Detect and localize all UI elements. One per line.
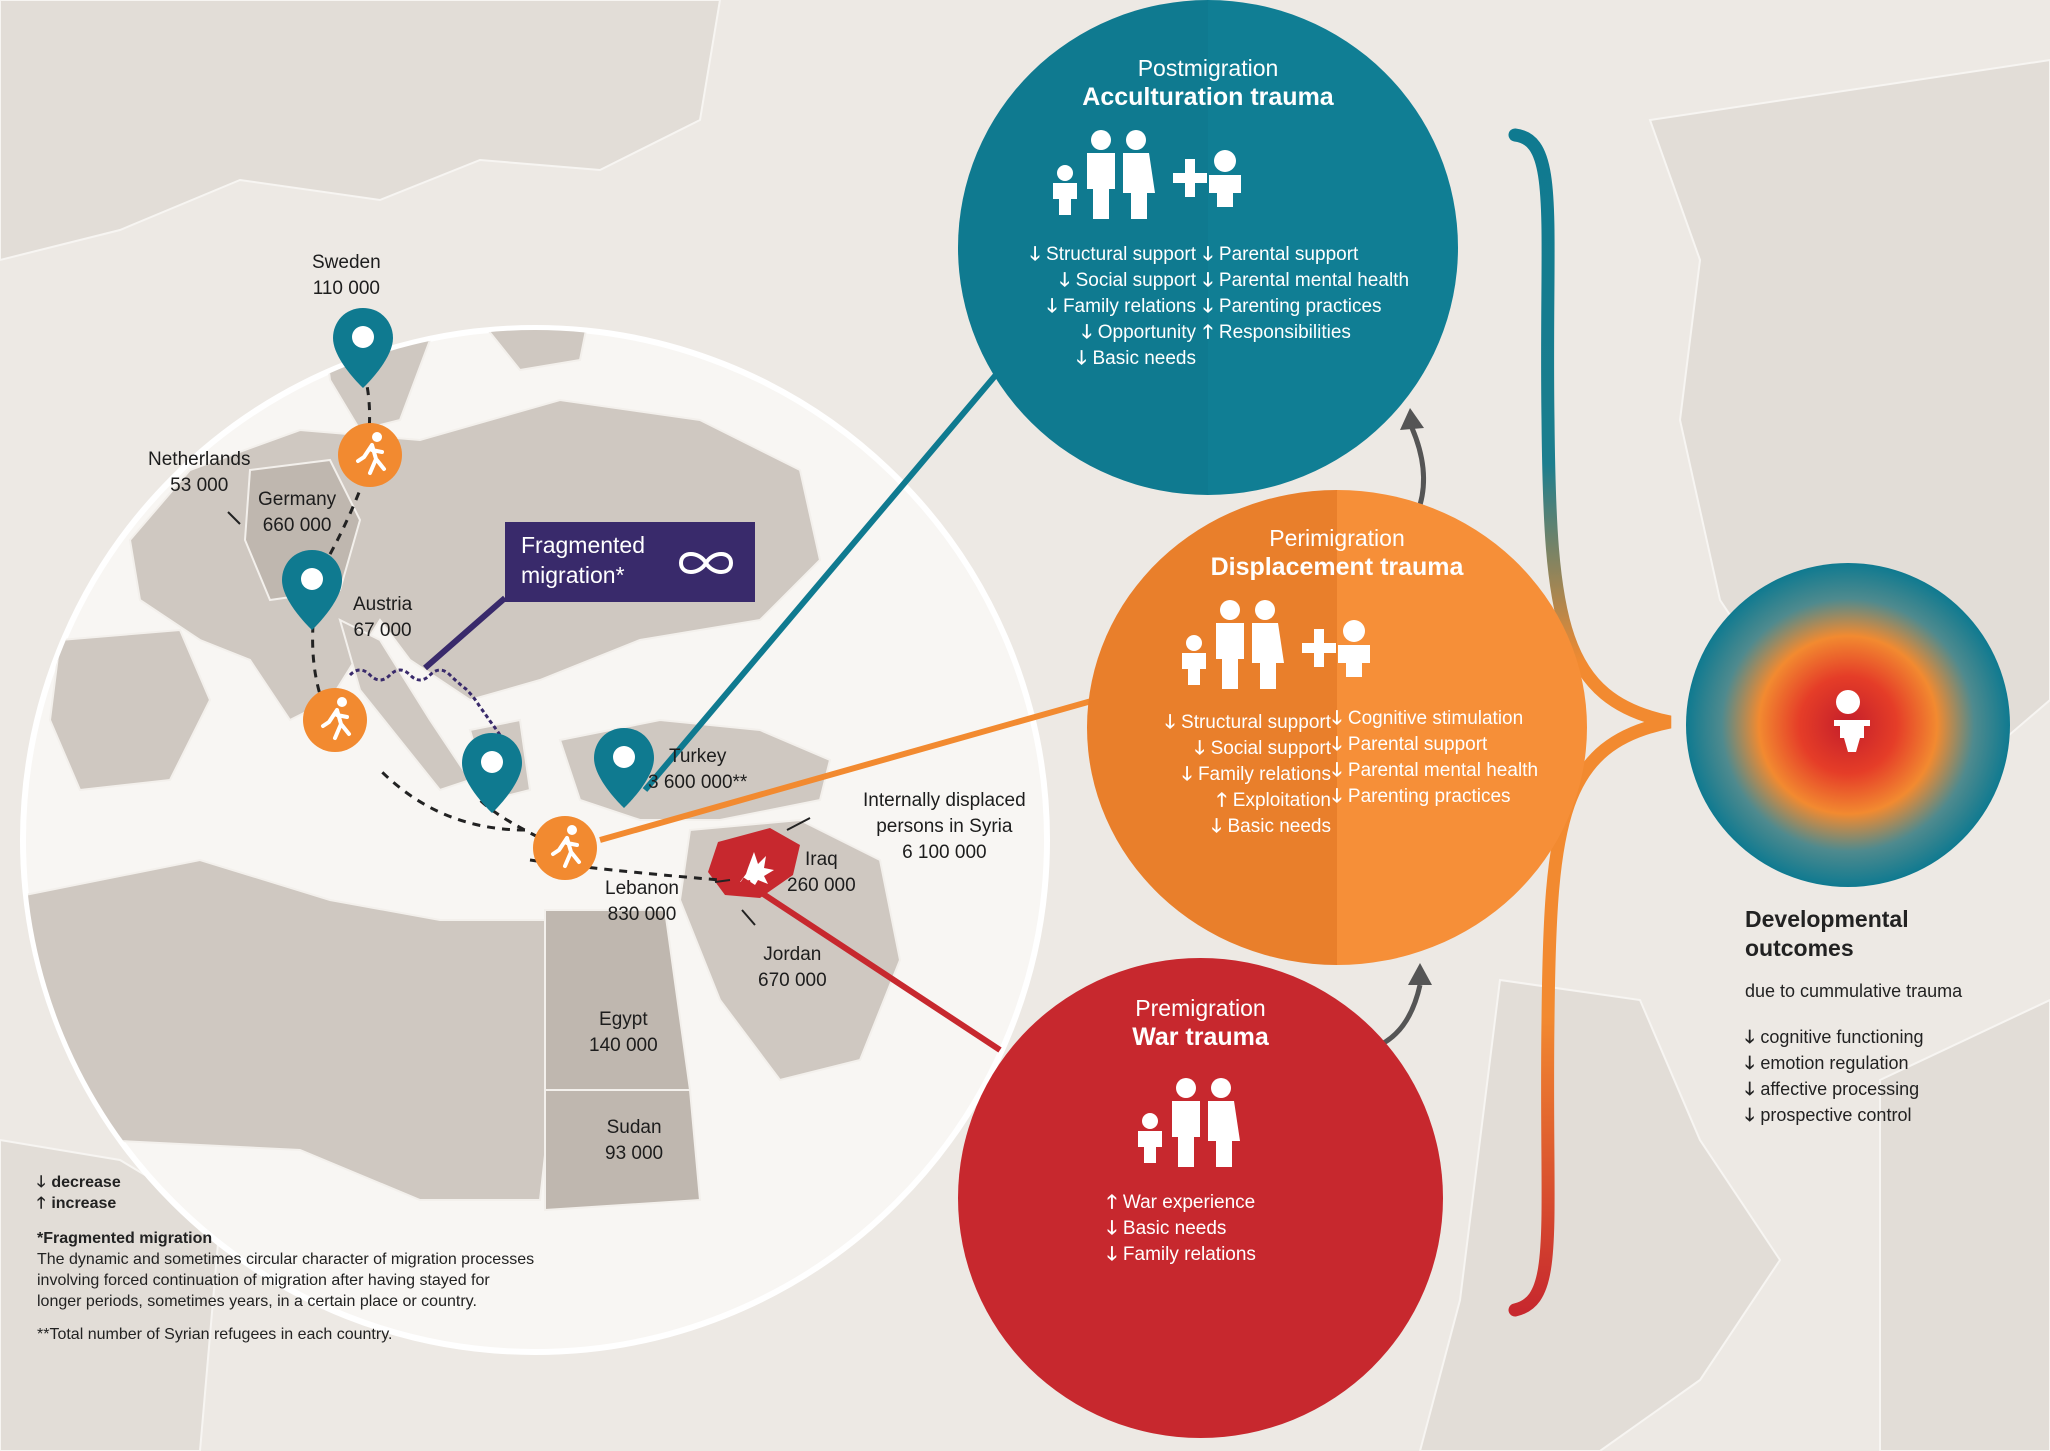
list-item: 🡓Parental support bbox=[1203, 244, 1359, 265]
walking-person-icon bbox=[338, 423, 402, 487]
legend-frag-title: *Fragmented migration bbox=[37, 1230, 213, 1247]
developmental-outcomes: Developmental outcomes due to cummulativ… bbox=[1745, 905, 1962, 1128]
list-item: 🡓Opportunity bbox=[1081, 322, 1196, 343]
list-item: 🡓Parenting practices bbox=[1203, 296, 1382, 317]
fragmented-migration-box: Fragmented migration* bbox=[505, 522, 755, 602]
list-item: 🡓Parental mental health bbox=[1203, 270, 1410, 291]
location-pin-icon bbox=[333, 308, 393, 388]
family-icon bbox=[1138, 1078, 1240, 1167]
perimigration-right-list: 🡓Cognitive stimulation 🡓Parental support… bbox=[1332, 706, 1538, 810]
premigration-subtitle: Premigration bbox=[1135, 995, 1266, 1021]
list-item: 🡓Family relations bbox=[1182, 764, 1331, 785]
list-item: 🡓Family relations bbox=[1107, 1244, 1256, 1265]
list-item: 🡓Social support bbox=[1059, 270, 1196, 291]
list-item: 🡓Parental mental health bbox=[1332, 760, 1539, 781]
legend: 🡓decrease 🡑increase *Fragmented migratio… bbox=[37, 1172, 534, 1345]
list-item: 🡓prospective control bbox=[1745, 1105, 1912, 1125]
list-item: 🡓Basic needs bbox=[1076, 348, 1196, 369]
perimigration-subtitle: Perimigration bbox=[1269, 525, 1405, 551]
postmigration-title: Acculturation trauma bbox=[1082, 83, 1334, 111]
premigration-list: 🡑War experience 🡓Basic needs 🡓Family rel… bbox=[1107, 1190, 1256, 1268]
postmigration-left-list: 🡓Structural support 🡓Social support 🡓Fam… bbox=[1030, 242, 1196, 372]
list-item: 🡑War experience bbox=[1107, 1192, 1256, 1213]
dev-list: 🡓cognitive functioning 🡓emotion regulati… bbox=[1745, 1024, 1962, 1128]
legend-note: **Total number of Syrian refugees in eac… bbox=[37, 1326, 393, 1343]
postmigration-circle: Postmigration Acculturation trauma 🡓Stru… bbox=[958, 0, 1458, 495]
walking-person-icon bbox=[533, 816, 597, 880]
list-item: 🡓Social support bbox=[1194, 738, 1331, 759]
legend-frag-text: The dynamic and sometimes circular chara… bbox=[37, 1251, 535, 1310]
list-item: 🡑Exploitation bbox=[1216, 790, 1331, 811]
explosion-icon bbox=[740, 852, 774, 890]
list-item: 🡑Responsibilities bbox=[1203, 322, 1351, 343]
premigration-circle: Premigration War trauma 🡑War experience … bbox=[958, 958, 1443, 1438]
plus-icon bbox=[1173, 159, 1207, 197]
list-item: 🡓Structural support bbox=[1030, 244, 1196, 265]
list-item: 🡓Basic needs bbox=[1107, 1218, 1227, 1239]
perimigration-circle: Perimigration Displacement trauma 🡓Struc… bbox=[1087, 490, 1587, 965]
list-item: 🡓Parental support bbox=[1332, 734, 1488, 755]
list-item: 🡓emotion regulation bbox=[1745, 1053, 1909, 1073]
plus-icon bbox=[1302, 629, 1336, 667]
dev-title: Developmental outcomes bbox=[1745, 906, 1909, 961]
postmigration-right-list: 🡓Parental support 🡓Parental mental healt… bbox=[1203, 242, 1409, 346]
location-pin-icon bbox=[282, 550, 342, 630]
list-item: 🡓Structural support bbox=[1165, 712, 1331, 733]
location-pin-icon bbox=[462, 733, 522, 813]
premigration-title: War trauma bbox=[1132, 1023, 1269, 1051]
list-item: 🡓affective processing bbox=[1745, 1079, 1920, 1099]
list-item: 🡓Cognitive stimulation bbox=[1332, 708, 1524, 729]
legend-decrease: 🡓decrease bbox=[37, 1174, 121, 1191]
family-icon bbox=[1182, 600, 1370, 689]
list-item: 🡓Family relations bbox=[1047, 296, 1196, 317]
perimigration-title: Displacement trauma bbox=[1210, 553, 1464, 581]
location-pin-icon bbox=[594, 728, 654, 808]
family-icon bbox=[1053, 130, 1241, 219]
infinity-icon bbox=[678, 552, 734, 574]
fragmented-migration-label: Fragmented migration* bbox=[521, 532, 646, 588]
list-item: 🡓Parenting practices bbox=[1332, 786, 1511, 807]
list-item: 🡓cognitive functioning bbox=[1745, 1027, 1924, 1047]
postmigration-subtitle: Postmigration bbox=[1137, 55, 1279, 81]
perimigration-left-list: 🡓Structural support 🡓Social support 🡓Fam… bbox=[1165, 710, 1331, 840]
list-item: 🡓Basic needs bbox=[1211, 816, 1331, 837]
baby-icon bbox=[1826, 690, 1870, 752]
legend-increase: 🡑increase bbox=[37, 1195, 117, 1212]
dev-subtitle: due to cummulative trauma bbox=[1745, 981, 1963, 1001]
walking-person-icon bbox=[303, 688, 367, 752]
